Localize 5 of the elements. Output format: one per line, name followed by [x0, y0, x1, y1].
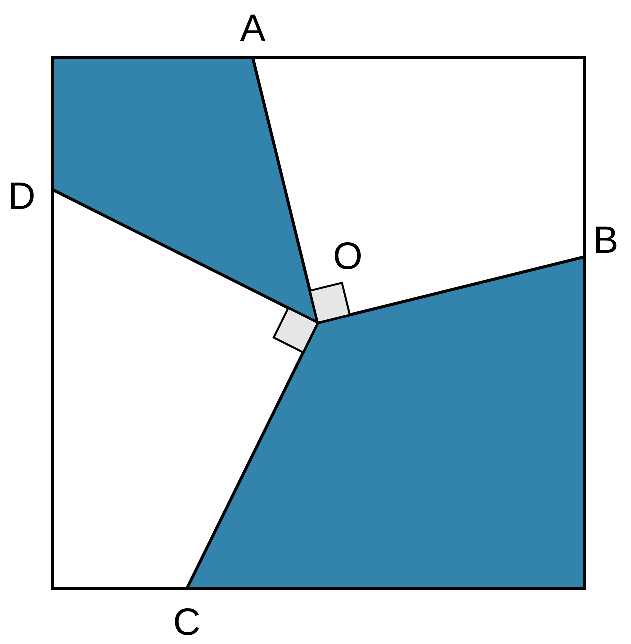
point-label: O — [335, 242, 361, 270]
point-label: A — [240, 14, 266, 42]
point-label: D — [11, 182, 34, 210]
point-label: B — [596, 226, 617, 254]
point-label: C — [175, 608, 200, 636]
